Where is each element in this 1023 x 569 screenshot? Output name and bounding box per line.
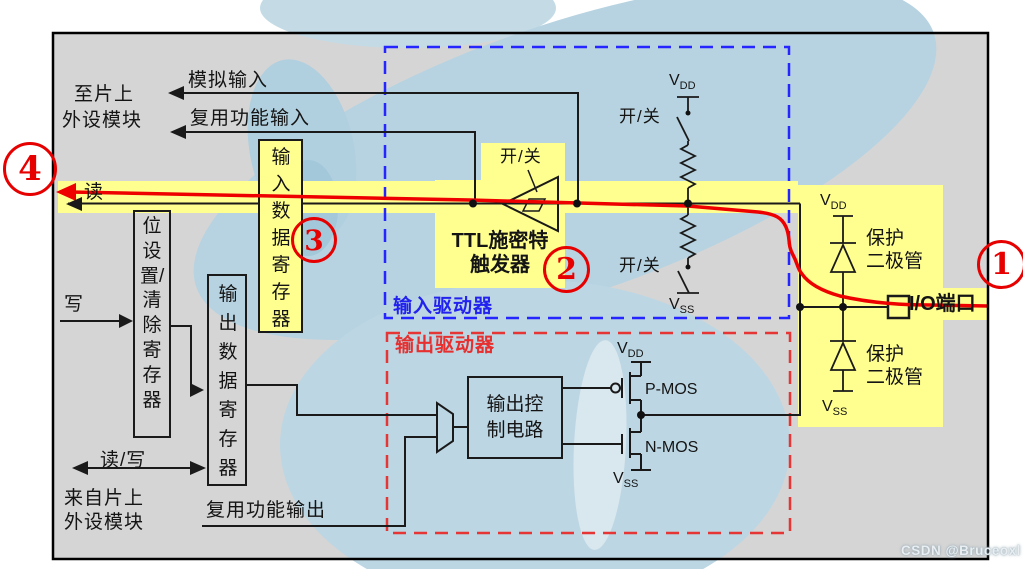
mos-transistors — [610, 361, 651, 471]
output-control-box — [467, 376, 563, 459]
read-path-arrowhead — [56, 183, 76, 201]
marker-2-schmitt: 2 — [543, 246, 590, 293]
from-peripheral-label-line1: 来自片上 — [64, 488, 145, 509]
marker-4-read-path: 4 — [3, 142, 57, 196]
arrowheads — [66, 86, 206, 475]
vss-label-mos: VSS — [613, 470, 639, 491]
marker-1-io-port: 1 — [977, 240, 1023, 289]
schmitt-trigger-label-line1: TTL施密特 — [451, 230, 549, 252]
protection-diode-lower-line1: 保护 — [866, 344, 905, 365]
protection-diode-upper-line2: 二极管 — [866, 251, 924, 272]
pmos-gate-bubble — [610, 382, 621, 394]
schmitt-switch-blade — [527, 169, 538, 193]
vss-label-pull: VSS — [669, 296, 695, 317]
io-port-label: I/O端口 — [909, 293, 976, 315]
figure-frame — [51, 31, 990, 561]
nmos-symbol — [621, 415, 651, 471]
output-control-label-line2: 制电路 — [486, 420, 544, 441]
input-driver-title: 输入驱动器 — [393, 296, 494, 317]
butterfly-shape — [280, 280, 790, 569]
read-write-label: 读/写 — [100, 450, 147, 471]
input-data-register-label: 输入数据寄存器 — [271, 147, 291, 330]
wires — [60, 92, 888, 527]
bit-set-clear-register-label: 位设置/清除寄存器 — [140, 216, 165, 411]
highlight-regions — [58, 143, 989, 427]
vss-label-diode: VSS — [822, 398, 848, 419]
watermark-text: CSDN @Bruceoxl — [901, 543, 1021, 558]
mux-symbol — [436, 401, 454, 454]
pulldown-on-off-label: 开/关 — [619, 256, 661, 275]
driver-boxes — [383, 45, 792, 535]
schmitt-trigger-label-line2: 触发器 — [470, 254, 530, 276]
io-pad-symbol — [886, 294, 911, 320]
from-peripheral-label-line2: 外设模块 — [64, 512, 145, 533]
pmos-symbol — [621, 361, 651, 415]
vdd-label-pull: VDD — [669, 72, 696, 93]
vdd-label-mos: VDD — [617, 340, 644, 361]
read-path-line — [56, 183, 989, 308]
output-data-register-label: 输出数据寄存器 — [218, 284, 238, 479]
to-peripheral-label-line2: 外设模块 — [62, 110, 143, 131]
marker-3-input-data-register: 3 — [291, 217, 337, 263]
write-label: 写 — [64, 294, 85, 315]
output-driver-box — [385, 331, 792, 535]
pmos-label: P-MOS — [645, 381, 698, 398]
to-peripheral-label-line1: 至片上 — [74, 84, 135, 105]
output-data-register-box — [207, 274, 247, 486]
read-label: 读 — [84, 182, 105, 203]
nmos-label: N-MOS — [645, 439, 699, 456]
output-control-label-line1: 输出控 — [486, 394, 544, 415]
vdd-label-diode: VDD — [820, 192, 847, 213]
protection-diode-lower-line2: 二极管 — [866, 367, 924, 388]
schmitt-on-off-label: 开/关 — [500, 147, 542, 166]
output-driver-title: 输出驱动器 — [395, 335, 496, 356]
bit-set-clear-register-box — [133, 210, 171, 438]
pullup-on-off-label: 开/关 — [619, 107, 661, 126]
alternate-function-output-label: 复用功能输出 — [206, 500, 327, 521]
junction-dots — [469, 110, 847, 419]
analog-input-label: 模拟输入 — [188, 70, 269, 91]
protection-diode-upper-line1: 保护 — [866, 228, 905, 249]
input-driver-box — [383, 45, 791, 320]
alternate-function-input-label: 复用功能输入 — [190, 108, 311, 129]
